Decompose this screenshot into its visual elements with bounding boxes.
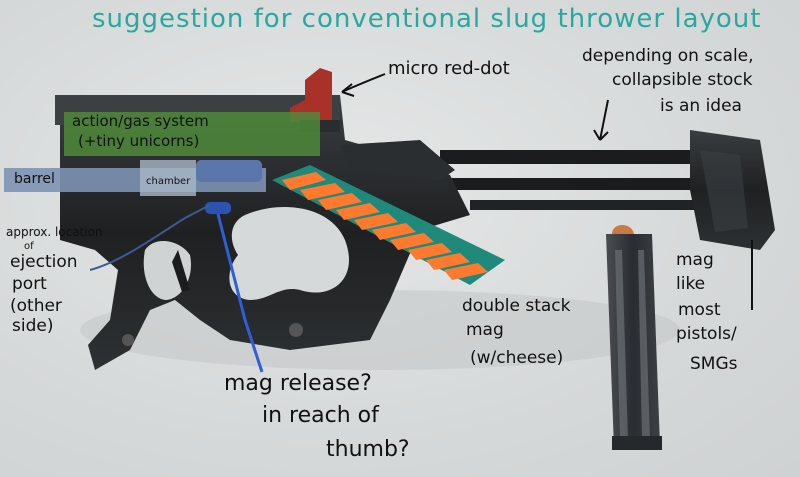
label-mag-release-3: thumb?: [326, 437, 410, 462]
label-ejection-5: (other: [10, 296, 62, 316]
label-pistol-mag-2: like: [676, 274, 706, 294]
cartridge: [612, 225, 634, 234]
label-double-mag-1: double stack: [462, 296, 571, 316]
label-stock-note-3: is an idea: [660, 96, 742, 116]
chamber-box: [196, 160, 262, 182]
label-action-1: action/gas system: [72, 112, 209, 130]
label-stock-note-1: depending on scale,: [582, 46, 754, 66]
label-double-mag-3: (w/cheese): [470, 348, 564, 368]
pistol-magazine: [606, 225, 662, 450]
label-barrel: barrel: [14, 171, 55, 187]
double-stack-magazine: [272, 165, 505, 285]
mag-release-marker: [205, 202, 231, 214]
label-pistol-mag-4: pistols/: [676, 324, 737, 344]
label-action-2: (+tiny unicorns): [78, 132, 200, 150]
trigger: [172, 250, 190, 292]
mag-release-leader: [216, 213, 264, 373]
label-mag-release-2: in reach of: [262, 403, 379, 428]
diagram-title: suggestion for conventional slug thrower…: [92, 4, 762, 34]
red-dot-sight: [290, 68, 332, 122]
rounds: [282, 172, 488, 280]
label-pistol-mag-5: SMGs: [690, 354, 738, 374]
action-gas-system-box: [64, 112, 320, 156]
ejection-port-leader: [89, 204, 211, 271]
label-chamber: chamber: [146, 176, 191, 187]
annotation-arrows: [341, 73, 753, 310]
label-ejection-3: ejection: [10, 252, 78, 272]
collapsible-stock: [440, 130, 775, 250]
label-ejection-4: port: [12, 274, 47, 294]
grip-cutout: [229, 207, 349, 300]
label-stock-note-2: collapsible stock: [612, 70, 753, 90]
label-mag-release-1: mag release?: [224, 371, 372, 396]
label-ejection-6: side): [12, 316, 54, 336]
label-double-mag-2: mag: [466, 320, 504, 340]
label-micro-red-dot: micro red-dot: [388, 58, 510, 79]
label-pistol-mag-3: most: [678, 300, 721, 320]
label-pistol-mag-1: mag: [676, 250, 714, 270]
label-ejection-2: of: [24, 241, 34, 252]
chamber-outline: [140, 160, 196, 196]
label-ejection-1: approx. location: [6, 225, 103, 239]
